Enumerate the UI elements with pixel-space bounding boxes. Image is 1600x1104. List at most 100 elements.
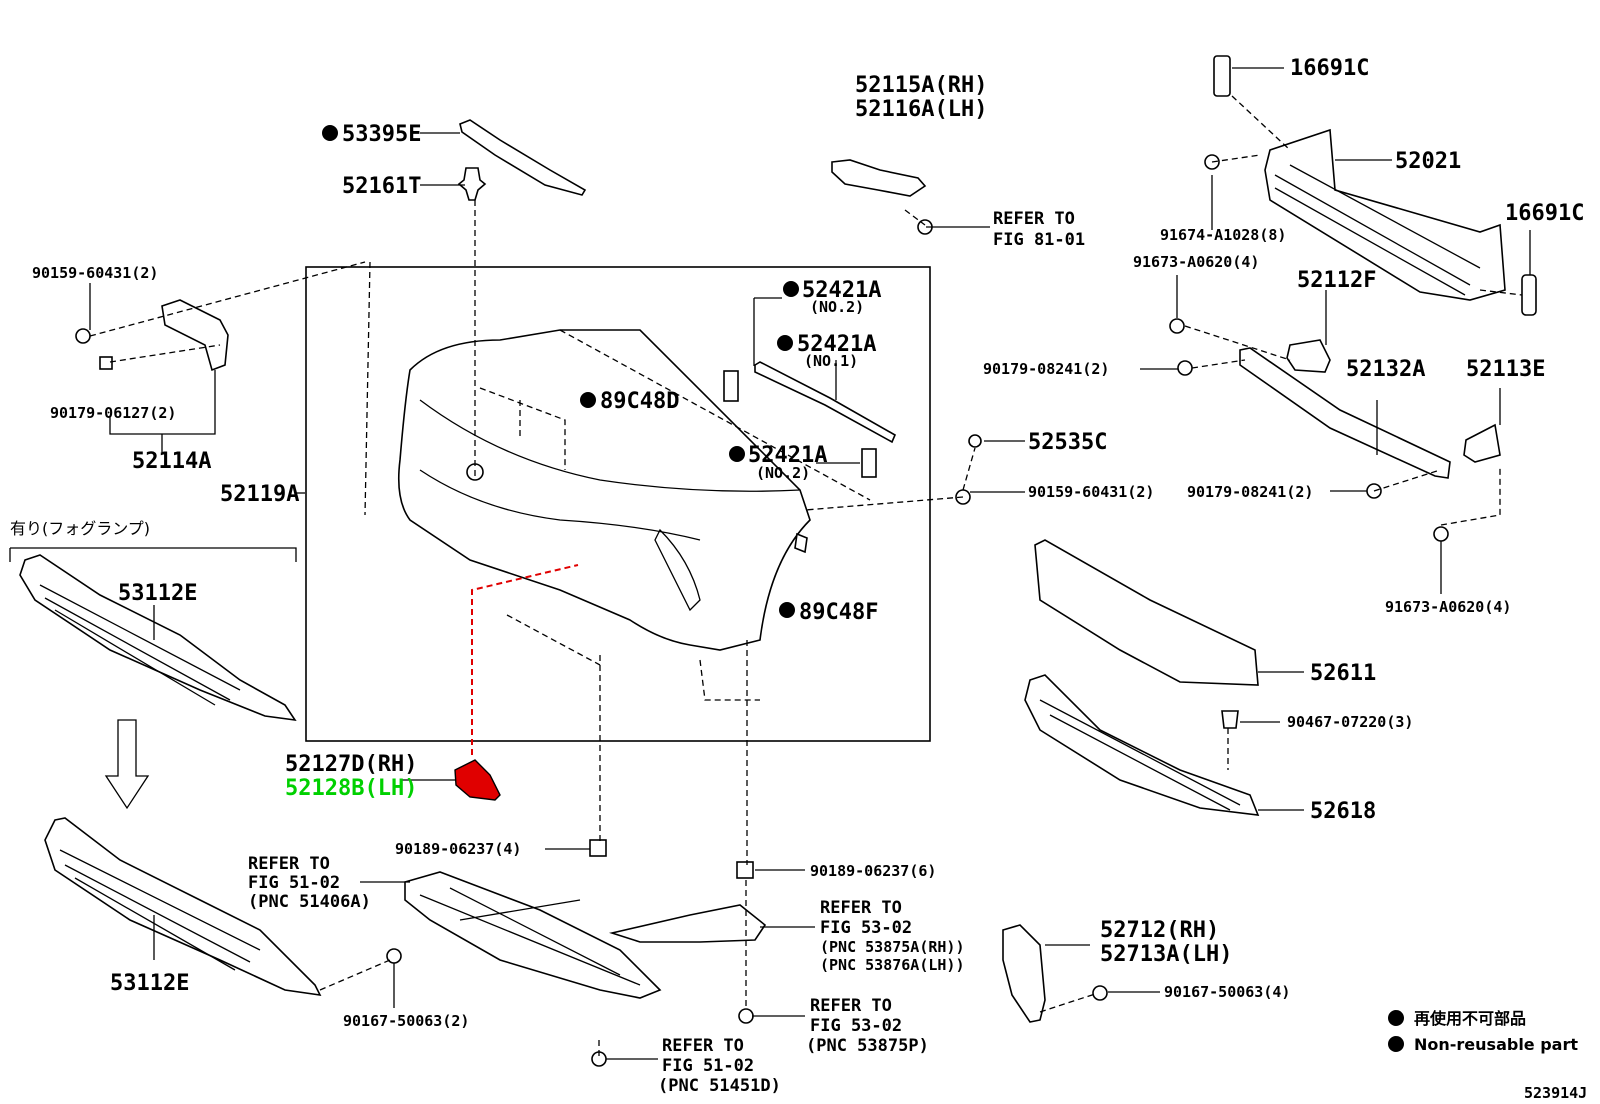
- label-refer-5302-d[interactable]: (PNC 53876A(LH)): [820, 956, 965, 974]
- label-refer-5302-a[interactable]: REFER TO: [820, 898, 902, 918]
- label-refer-5102-c[interactable]: (PNC 51406A): [248, 892, 371, 912]
- label-52128b[interactable]: 52128B(LH): [285, 776, 417, 801]
- label-90189-4[interactable]: 90189-06237(4): [395, 840, 521, 858]
- label-53395e[interactable]: 53395E: [342, 122, 421, 147]
- label-refer-51451-b[interactable]: FIG 51-02: [662, 1056, 754, 1076]
- clip-89c48f-shape[interactable]: [794, 532, 808, 554]
- label-refer-5102-b[interactable]: FIG 51-02: [248, 873, 340, 893]
- label-52132a[interactable]: 52132A: [1346, 357, 1425, 382]
- label-52161t[interactable]: 52161T: [342, 174, 421, 199]
- label-90467[interactable]: 90467-07220(3): [1287, 713, 1413, 731]
- bolt-91673-top-shape[interactable]: [1169, 318, 1185, 334]
- bolt-91673-bottom-shape[interactable]: [1433, 526, 1449, 542]
- label-refer-5302-c[interactable]: (PNC 53875A(RH)): [820, 938, 965, 956]
- part-53112e-bottom-shape[interactable]: [44, 817, 322, 997]
- nut-90179-a-shape[interactable]: [1177, 360, 1193, 376]
- label-90179-08241-a[interactable]: 90179-08241(2): [983, 360, 1109, 378]
- label-90159-right[interactable]: 90159-60431(2): [1028, 483, 1154, 501]
- label-89c48d[interactable]: 89C48D: [600, 389, 679, 414]
- label-91673-bottom[interactable]: 91673-A0620(4): [1385, 598, 1511, 616]
- label-53112e-top[interactable]: 53112E: [118, 581, 197, 606]
- clip-90467-shape[interactable]: [1221, 710, 1239, 729]
- label-89c48f[interactable]: 89C48F: [799, 600, 878, 625]
- label-52127d[interactable]: 52127D(RH): [285, 752, 417, 777]
- dash-reinforcement: [904, 95, 1523, 296]
- bumper-group-box: [305, 266, 931, 742]
- dot-52421a-2: [777, 335, 793, 351]
- label-no2-b: (NO.2): [756, 464, 810, 482]
- label-52421a-1[interactable]: 52421A: [802, 278, 881, 303]
- label-refer-8101-b[interactable]: FIG 81-01: [993, 230, 1085, 250]
- bolt-53875p-shape[interactable]: [738, 1008, 754, 1024]
- part-52113e-shape[interactable]: [1463, 423, 1501, 463]
- label-16691c-top[interactable]: 16691C: [1290, 56, 1369, 81]
- part-52132a-shape[interactable]: [1239, 347, 1451, 479]
- label-52713[interactable]: 52713A(LH): [1100, 942, 1232, 967]
- part-52161t-shape[interactable]: [457, 167, 487, 201]
- part-52421a-no2-bottom-shape[interactable]: [861, 448, 877, 478]
- part-52114a-shape[interactable]: [161, 299, 229, 372]
- label-90167-left[interactable]: 90167-50063(2): [343, 1012, 469, 1030]
- dash-52114a: [89, 261, 371, 516]
- label-52119a[interactable]: 52119A: [220, 482, 299, 507]
- label-90179-06127[interactable]: 90179-06127(2): [50, 404, 176, 422]
- label-52021[interactable]: 52021: [1395, 149, 1461, 174]
- part-52128b-shape[interactable]: [454, 759, 501, 801]
- label-52535c[interactable]: 52535C: [1028, 430, 1107, 455]
- label-52421a-3[interactable]: 52421A: [748, 443, 827, 468]
- part-52421a-no1-shape[interactable]: [754, 361, 897, 444]
- label-52115a[interactable]: 52115A(RH): [855, 73, 987, 98]
- label-refer-5302p-c[interactable]: (PNC 53875P): [806, 1036, 929, 1056]
- label-52712[interactable]: 52712(RH): [1100, 918, 1219, 943]
- label-refer-5302p-b[interactable]: FIG 53-02: [810, 1016, 902, 1036]
- label-refer-5302-b[interactable]: FIG 53-02: [820, 918, 912, 938]
- part-52712-shape[interactable]: [1002, 924, 1046, 1023]
- label-90159-left[interactable]: 90159-60431(2): [32, 264, 158, 282]
- clip-90189-6-shape[interactable]: [736, 861, 754, 879]
- part-52618-shape[interactable]: [1024, 674, 1260, 816]
- part-52119a-shape[interactable]: [397, 329, 811, 651]
- bolt-90167-right-shape[interactable]: [1092, 985, 1108, 1001]
- clip-90189-4-shape[interactable]: [589, 839, 607, 857]
- clip-52535c-shape[interactable]: [968, 434, 982, 448]
- leader-lines-bottom: [360, 848, 1160, 1060]
- part-16691c-right-shape[interactable]: [1521, 274, 1537, 316]
- label-91673-top[interactable]: 91673-A0620(4): [1133, 253, 1259, 271]
- label-52114a[interactable]: 52114A: [132, 449, 211, 474]
- label-16691c-right[interactable]: 16691C: [1505, 201, 1584, 226]
- label-53112e-bottom[interactable]: 53112E: [110, 971, 189, 996]
- label-refer-5302p-a[interactable]: REFER TO: [810, 996, 892, 1016]
- part-52112f-shape[interactable]: [1286, 339, 1331, 373]
- part-52115a-shape[interactable]: [831, 159, 927, 197]
- label-no1: (NO.1): [804, 352, 858, 370]
- label-52611[interactable]: 52611: [1310, 661, 1376, 686]
- part-53112e-top-shape[interactable]: [19, 554, 297, 722]
- part-52611-shape[interactable]: [1034, 539, 1259, 686]
- label-52116a[interactable]: 52116A(LH): [855, 97, 987, 122]
- part-52021-shape[interactable]: [1264, 128, 1506, 301]
- label-refer-51451-a[interactable]: REFER TO: [662, 1036, 744, 1056]
- label-refer-5102-a[interactable]: REFER TO: [248, 854, 330, 874]
- legend-dot-en: [1388, 1036, 1404, 1052]
- label-91674[interactable]: 91674-A1028(8): [1160, 226, 1286, 244]
- legend-jp: 再使用不可部品: [1414, 1009, 1526, 1028]
- label-refer-8101-a[interactable]: REFER TO: [993, 209, 1075, 229]
- bolt-90159-left-shape[interactable]: [75, 328, 91, 344]
- label-refer-51451-c[interactable]: (PNC 51451D): [658, 1076, 781, 1096]
- dot-52421a-1: [783, 281, 799, 297]
- part-16691c-top-shape[interactable]: [1213, 55, 1231, 97]
- leader-lines-right-mid: [1140, 275, 1501, 455]
- label-90167-right[interactable]: 90167-50063(4): [1164, 983, 1290, 1001]
- part-53395e-shape[interactable]: [459, 119, 587, 196]
- clip-90179-06127-shape[interactable]: [99, 356, 113, 370]
- label-52421a-2[interactable]: 52421A: [797, 332, 876, 357]
- label-90179-08241-b[interactable]: 90179-08241(2): [1187, 483, 1313, 501]
- leader-lines-right-low: [970, 440, 1442, 594]
- shield-53875a-shape[interactable]: [608, 904, 767, 943]
- label-52112f[interactable]: 52112F: [1297, 268, 1376, 293]
- label-52113e[interactable]: 52113E: [1466, 357, 1545, 382]
- label-52618[interactable]: 52618: [1310, 799, 1376, 824]
- part-52618-ribs: [1039, 699, 1241, 811]
- label-90189-6[interactable]: 90189-06237(6): [810, 862, 936, 880]
- part-52421a-no2-top-shape[interactable]: [723, 370, 739, 402]
